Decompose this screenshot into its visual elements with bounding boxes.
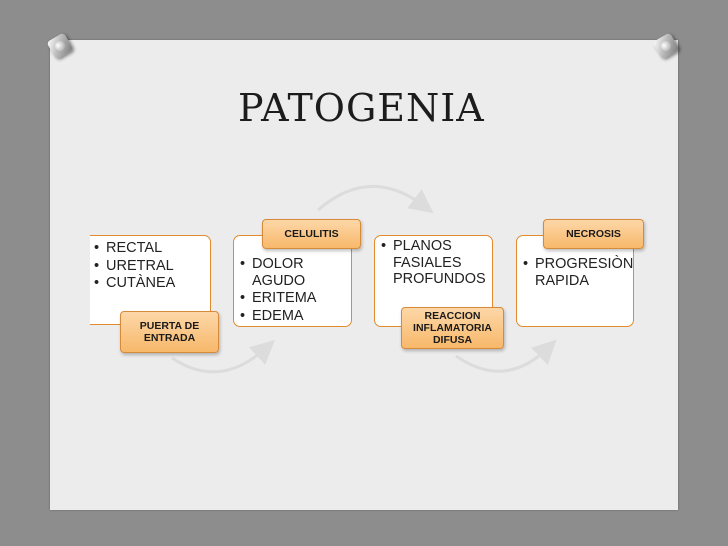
stage-label-celulitis: CELULITIS xyxy=(262,219,361,249)
stage-label-necrosis: NECROSIS xyxy=(543,219,644,249)
stage-1-item: RECTAL xyxy=(94,240,210,257)
stage-2-item: ERITEMA xyxy=(240,290,351,307)
stage-2-item: DOLOR AGUDO xyxy=(240,256,351,289)
stage-3-item: PLANOS FASIALES PROFUNDOS xyxy=(381,238,492,288)
stage-label-puerta-de-entrada: PUERTA DE ENTRADA xyxy=(120,311,219,353)
slide-title: PATOGENIA xyxy=(238,86,485,130)
stage-1-item: CUTÀNEA xyxy=(94,275,210,292)
stage-4-item: PROGRESIÒN RAPIDA xyxy=(523,256,633,289)
stage-label-reaccion-inflamatoria: REACCION INFLAMATORIA DIFUSA xyxy=(401,307,504,349)
stage-card-2: DOLOR AGUDO ERITEMA EDEMA xyxy=(233,235,352,327)
stage-1-item: URETRAL xyxy=(94,258,210,275)
stage-2-item: EDEMA xyxy=(240,308,351,325)
stage-card-1: RECTAL URETRAL CUTÀNEA xyxy=(90,235,211,325)
